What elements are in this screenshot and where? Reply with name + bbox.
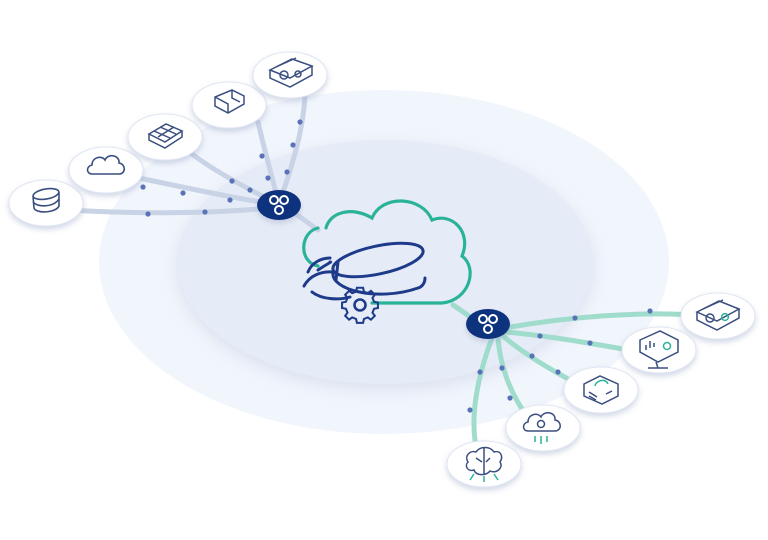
hub-links <box>293 211 475 321</box>
source-line-database <box>69 204 281 216</box>
ai-brain-icon <box>465 446 503 482</box>
dest-monitor[interactable] <box>621 326 697 374</box>
input-connector[interactable] <box>257 190 301 220</box>
source-dots <box>140 119 303 217</box>
dest-line-browser <box>502 311 708 331</box>
report-gauge-icon <box>583 375 619 405</box>
source-cloud[interactable] <box>68 146 144 194</box>
link-nodes-icon <box>478 314 498 334</box>
dest-brain[interactable] <box>446 440 522 488</box>
source-nodes <box>8 51 328 227</box>
source-line-browser <box>277 87 308 203</box>
gear-icon <box>341 286 379 324</box>
data-hub[interactable] <box>302 199 472 324</box>
source-browser[interactable] <box>252 51 328 99</box>
cloud-gear-icon <box>522 412 561 444</box>
cloud-icon <box>86 154 126 175</box>
source-document[interactable] <box>191 81 267 129</box>
monitor-dashboard-icon <box>639 330 679 369</box>
dest-report[interactable] <box>563 366 639 414</box>
source-spreadsheet[interactable] <box>127 113 203 161</box>
spreadsheet-icon <box>147 123 184 149</box>
source-database[interactable] <box>8 179 84 227</box>
database-icon <box>32 187 60 213</box>
destination-nodes <box>446 292 756 488</box>
document-icon <box>214 89 245 114</box>
link-nodes-icon <box>269 195 289 215</box>
browser-settings-icon <box>695 299 741 331</box>
output-connector[interactable] <box>466 309 510 339</box>
platform-inner <box>177 140 593 384</box>
dest-browser[interactable] <box>680 292 756 340</box>
dest-cloud[interactable] <box>505 404 581 452</box>
destination-dots <box>467 308 653 413</box>
browser-settings-icon <box>268 57 314 88</box>
